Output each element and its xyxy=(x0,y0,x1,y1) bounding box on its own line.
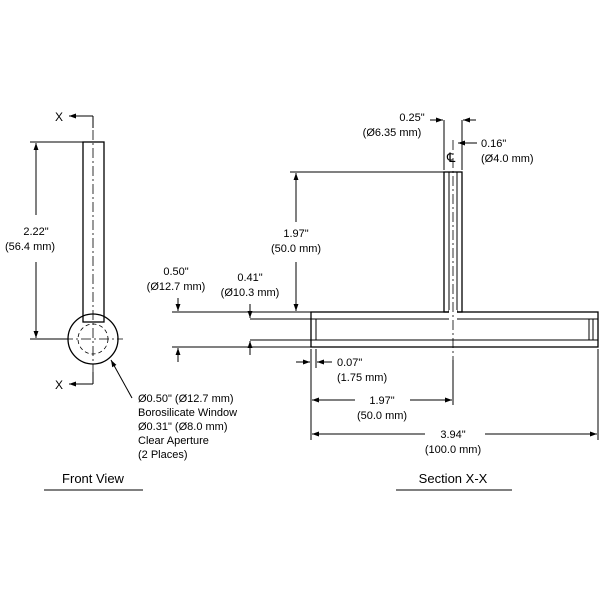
front-view: X X 2.22" (56.4 mm) Ø0.50" (Ø12.7 mm) Bo… xyxy=(5,110,237,491)
window-note-line-1: Ø0.50" (Ø12.7 mm) xyxy=(138,393,234,405)
body-id-label-in: 0.41" xyxy=(237,272,262,284)
window-thk-label-mm: (1.75 mm) xyxy=(337,372,387,384)
height-label-in: 2.22" xyxy=(23,226,48,238)
tube-od-label-mm: (Ø6.35 mm) xyxy=(363,127,422,139)
front-stem-tube xyxy=(82,141,105,323)
window-note-line-2: Borosilicate Window xyxy=(138,407,237,419)
total-length-label-in: 3.94" xyxy=(440,429,465,441)
front-view-title: Front View xyxy=(62,471,125,486)
section-view: ℄ 0.25" (Ø6.35 mm) 0.16" (Ø4.0 mm) 1.97"… xyxy=(147,112,599,491)
body-bottom-wall xyxy=(310,339,599,348)
centerline-symbol: ℄ xyxy=(446,150,456,165)
body-od-label-in: 0.50" xyxy=(163,266,188,278)
total-length-label-mm: (100.0 mm) xyxy=(425,444,481,456)
stem-right-wall xyxy=(456,171,463,313)
body-od-label-mm: (Ø12.7 mm) xyxy=(147,281,206,293)
window-note-leader xyxy=(110,359,133,399)
tube-id-label-mm: (Ø4.0 mm) xyxy=(481,153,534,165)
section-marker-top: X xyxy=(55,110,63,124)
half-length-label-in: 1.97" xyxy=(369,395,394,407)
height-label-mm: (56.4 mm) xyxy=(5,241,55,253)
window-thk-label-in: 0.07" xyxy=(337,357,362,369)
window-note-line-5: (2 Places) xyxy=(138,449,188,461)
section-view-title: Section X-X xyxy=(419,471,488,486)
right-window xyxy=(592,318,599,341)
stem-left-wall xyxy=(443,171,450,313)
left-window xyxy=(310,318,317,341)
tube-id-label-in: 0.16" xyxy=(481,138,506,150)
tube-od-label-in: 0.25" xyxy=(399,112,424,124)
window-note-line-3: Ø0.31" (Ø8.0 mm) xyxy=(138,421,227,433)
body-id-label-mm: (Ø10.3 mm) xyxy=(221,287,280,299)
stem-height-label-in: 1.97" xyxy=(283,228,308,240)
half-length-label-mm: (50.0 mm) xyxy=(357,410,407,422)
section-marker-bottom: X xyxy=(55,378,63,392)
window-note-line-4: Clear Aperture xyxy=(138,435,209,447)
stem-height-label-mm: (50.0 mm) xyxy=(271,243,321,255)
